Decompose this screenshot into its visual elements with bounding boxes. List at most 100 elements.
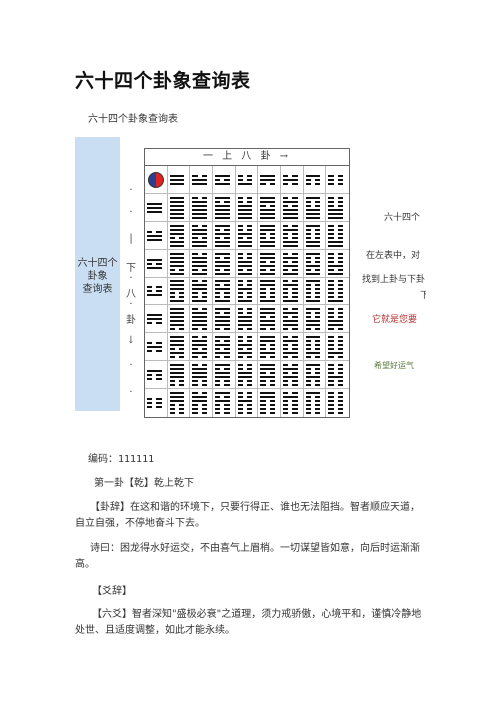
yang-line (260, 280, 275, 283)
yin-line (192, 292, 198, 295)
yin-line (337, 284, 343, 287)
yang-line (147, 238, 162, 241)
yin-line (337, 288, 343, 291)
yin-line (337, 356, 343, 359)
yin-line (328, 312, 334, 315)
yin-line (337, 336, 343, 339)
yang-line (328, 212, 343, 215)
yang-line (169, 178, 185, 181)
hexagram-grid (145, 166, 349, 417)
yin-line (224, 384, 230, 387)
yang-line (192, 344, 207, 347)
yin-line (156, 230, 162, 233)
yin-line (283, 412, 289, 415)
yang-line (192, 260, 207, 263)
yang-line (237, 352, 253, 355)
yang-line (215, 208, 230, 211)
yin-line (305, 384, 311, 387)
yin-line (292, 236, 298, 239)
yin-line (178, 348, 185, 351)
yin-line (314, 412, 321, 415)
yang-line (305, 212, 321, 215)
lower-trigram (145, 389, 168, 417)
yin-line (237, 280, 243, 283)
yin-line (215, 368, 221, 371)
yin-line (283, 344, 289, 347)
yin-line (156, 398, 162, 401)
yin-line (283, 328, 289, 331)
yin-line (269, 288, 275, 291)
yang-line (215, 288, 230, 291)
yin-line (246, 396, 253, 399)
yin-line (192, 268, 198, 271)
yin-line (305, 356, 311, 359)
yin-line (305, 268, 311, 271)
yang-line (192, 264, 207, 267)
yin-line (246, 404, 253, 407)
yang-line (237, 372, 253, 375)
yang-line (260, 252, 275, 255)
yin-line (305, 200, 311, 203)
yang-line (283, 244, 298, 247)
yin-line (314, 178, 321, 181)
yang-line (147, 370, 162, 373)
yin-line (237, 356, 243, 359)
yin-line (328, 308, 334, 311)
yin-line (292, 404, 298, 407)
yin-line (314, 368, 321, 371)
yin-line (215, 396, 221, 399)
yin-line (305, 412, 311, 415)
yin-line (201, 404, 207, 407)
yang-line (169, 252, 185, 255)
hexagram-cell (213, 193, 236, 222)
yin-line (156, 322, 162, 325)
yin-line (224, 292, 230, 295)
yang-line (215, 308, 230, 311)
hexagram-cell (190, 333, 213, 362)
yin-line (305, 328, 311, 331)
yin-line (237, 252, 243, 255)
yin-line (192, 280, 198, 283)
yin-line (201, 268, 207, 271)
yin-line (314, 288, 321, 291)
yin-line (314, 236, 321, 239)
hexagram-cell (235, 277, 259, 306)
yin-line (283, 292, 289, 295)
yin-line (328, 252, 334, 255)
yin-line (328, 340, 334, 343)
yin-line (269, 384, 275, 387)
side-notes: 六十四个 在左表中，对 找到上卦与下卦 下 它就是您要 希望好运气 (360, 210, 426, 380)
yang-line (283, 396, 298, 399)
yin-line (260, 348, 266, 351)
yang-line (260, 272, 275, 275)
yin-line (237, 364, 243, 367)
yin-line (169, 328, 175, 331)
lower-trigram (145, 333, 168, 362)
yin-line (314, 260, 321, 263)
yin-line (224, 368, 230, 371)
yin-line (224, 408, 230, 411)
yin-line (237, 408, 243, 411)
yin-line (224, 412, 230, 415)
yang-line (260, 364, 275, 367)
yin-line (305, 204, 311, 207)
yang-line (328, 208, 343, 211)
yang-line (260, 174, 275, 177)
hexagram-cell (167, 361, 191, 390)
yang-line (169, 372, 185, 375)
yang-line (215, 300, 230, 303)
gua-ci-line: 【卦辞】在这和谐的环境下，只要行得正、谁也无法阻挡。智者顺应天道， (90, 502, 420, 513)
yin-line (237, 308, 243, 311)
subtitle: 六十四个卦象查询表 (88, 114, 178, 125)
yin-line (156, 374, 162, 377)
yin-line (292, 224, 298, 227)
yang-line (169, 300, 185, 303)
yin-line (269, 344, 275, 347)
yin-line (169, 236, 175, 239)
hexagram-cell (326, 389, 349, 417)
yin-line (215, 292, 221, 295)
yin-line (178, 296, 185, 299)
yin-line (328, 224, 334, 227)
yin-line (314, 404, 321, 407)
yin-line (237, 174, 243, 177)
